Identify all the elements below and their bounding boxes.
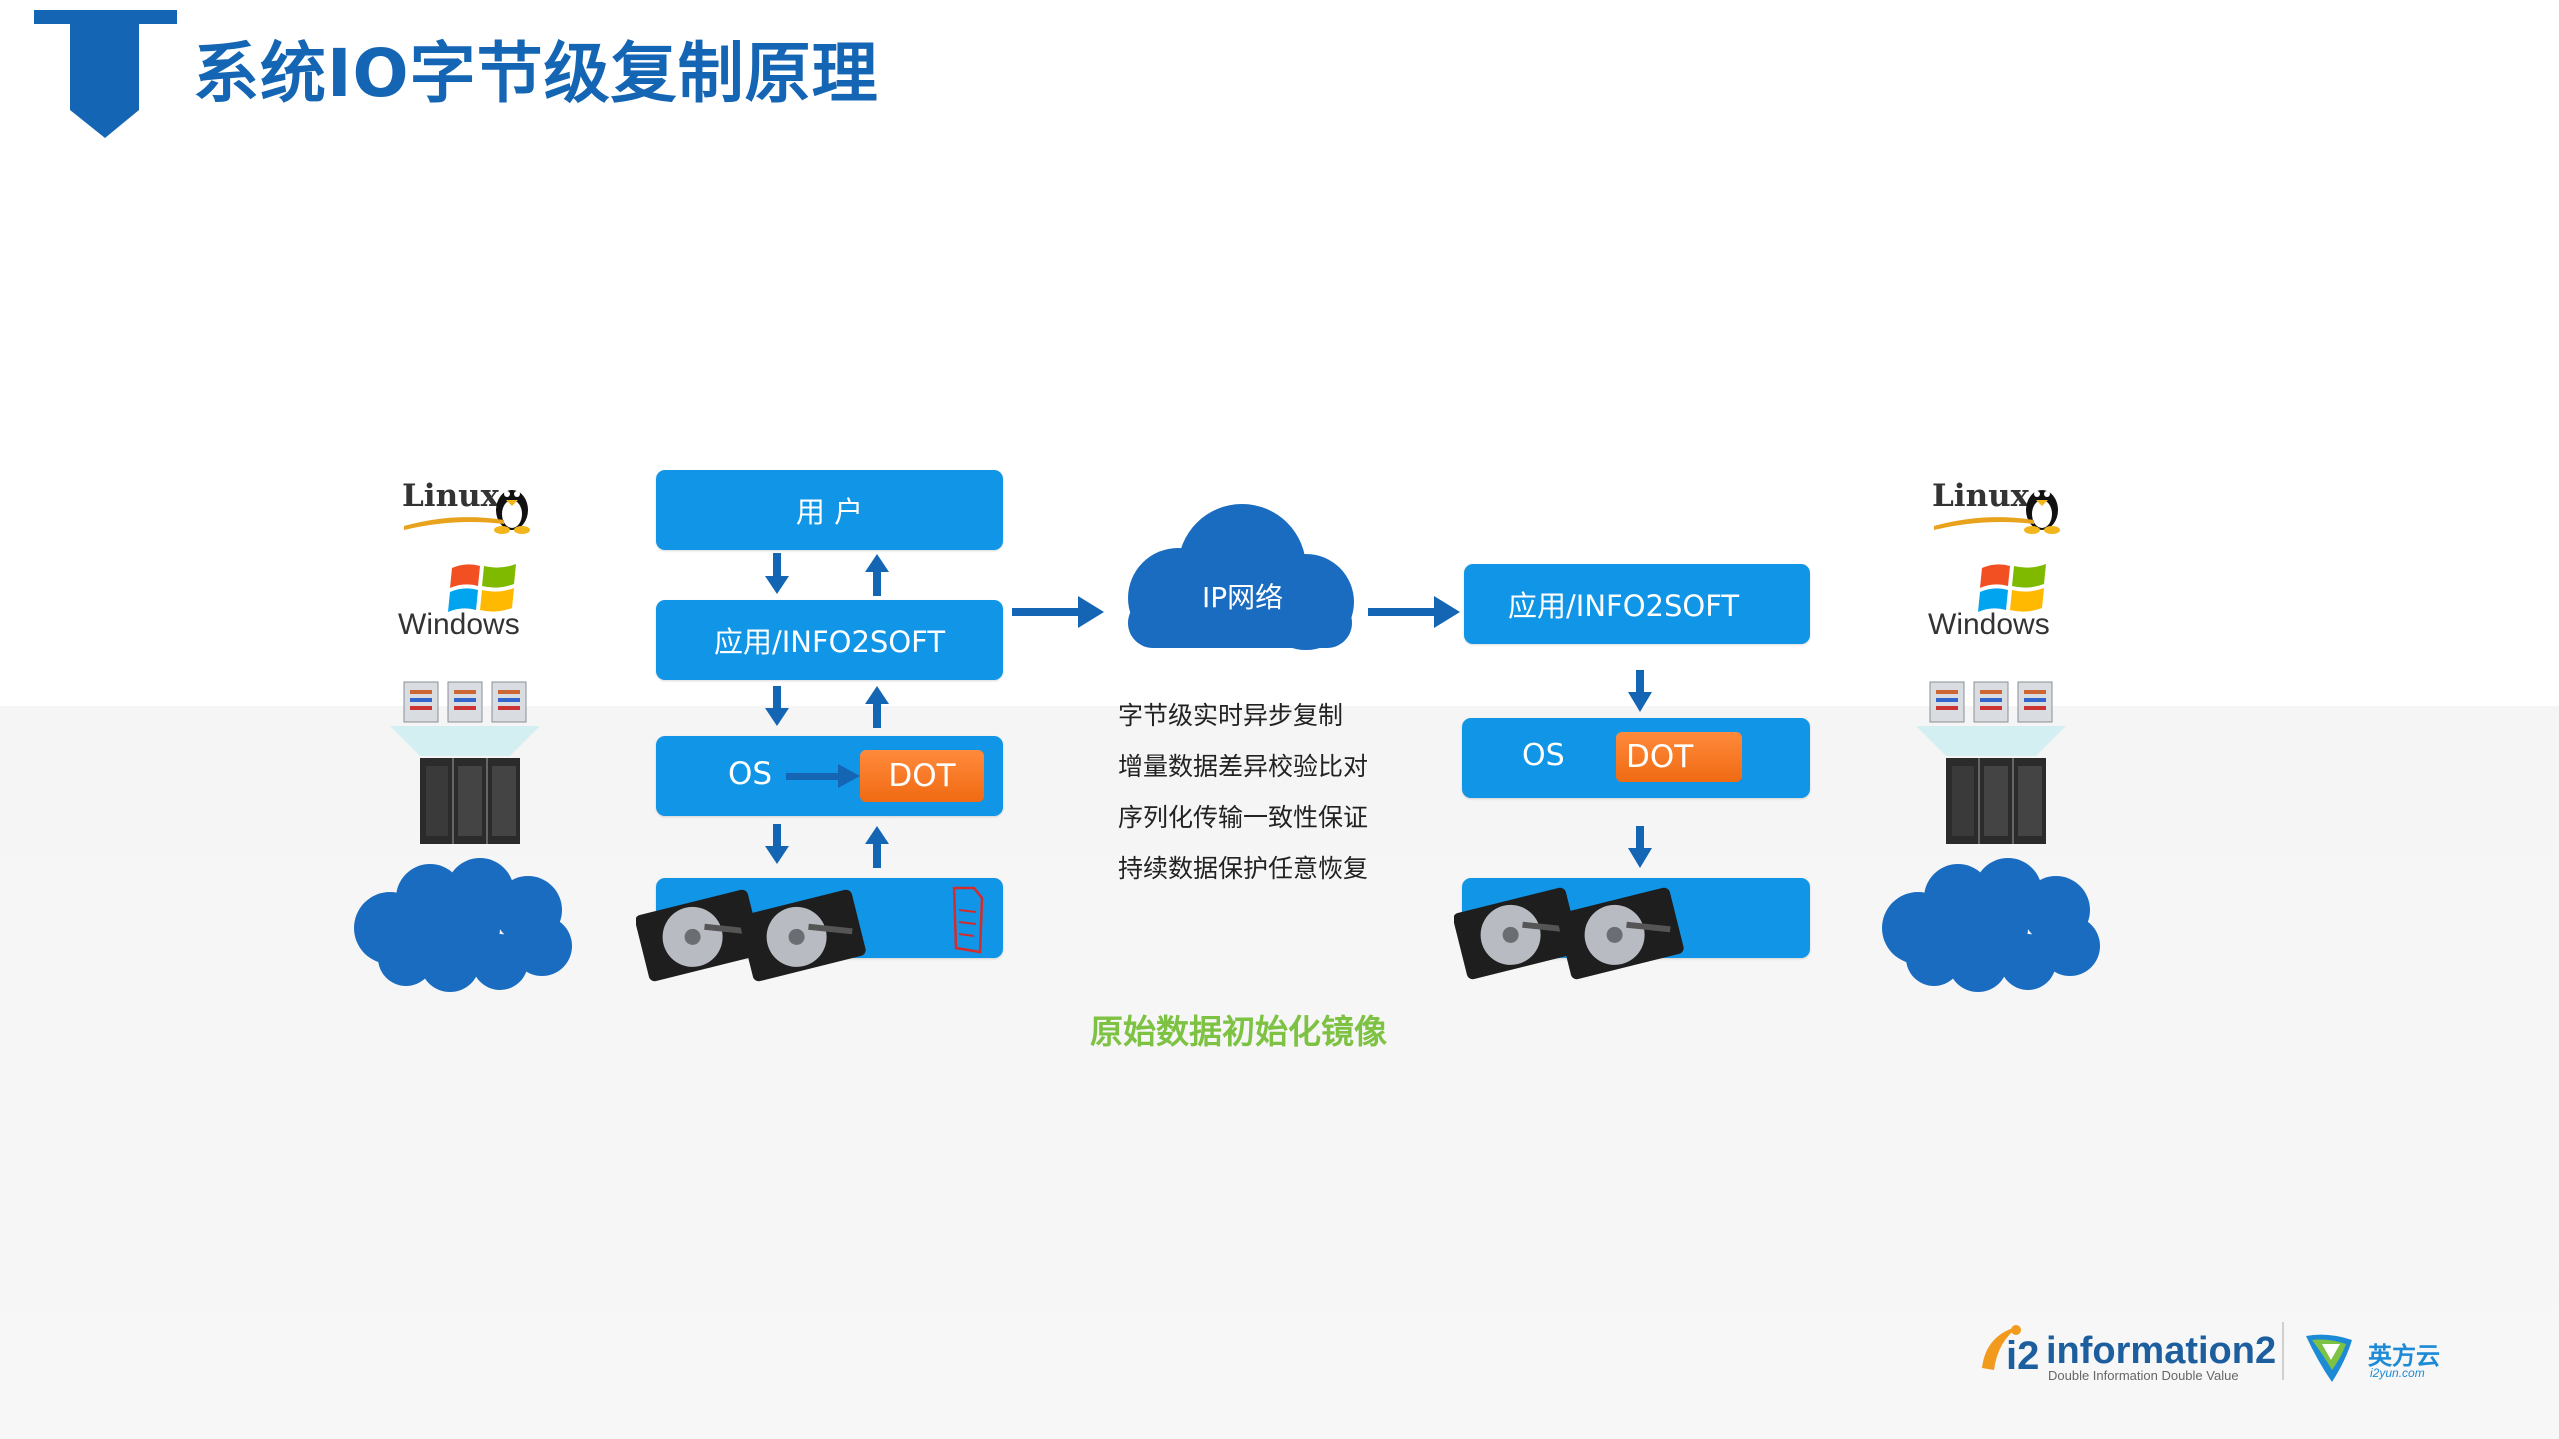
arrow-up-icon — [865, 826, 889, 868]
right-dot-chip: DOT — [1616, 732, 1742, 782]
right-stack-arrows — [1628, 670, 1652, 868]
i2yun-logo: 英方云 i2yun.com — [2302, 1330, 2462, 1386]
ip-network-label: IP网络 — [1202, 581, 1284, 614]
left-app-box: 应用/INFO2SOFT — [656, 600, 1003, 680]
linux-swoosh-icon — [1934, 517, 2034, 530]
document-icon — [952, 886, 984, 954]
brand-name: information2 — [2046, 1330, 2277, 1372]
partner-name: 英方云 — [2368, 1342, 2440, 1370]
left-hard-drive-icon — [636, 889, 866, 982]
server-icon — [390, 680, 540, 850]
linux-logo: Linux — [1930, 478, 2070, 538]
brand-tagline: Double Information Double Value — [2048, 1368, 2239, 1383]
arrow-down-icon — [765, 553, 789, 594]
left-stack-arrows — [765, 553, 889, 868]
information2-logo: i2 information2 Double Information Doubl… — [1976, 1316, 2276, 1383]
right-os-label: OS — [1522, 738, 1565, 773]
arrow-up-icon — [865, 686, 889, 728]
right-dot-label: DOT — [1626, 739, 1694, 775]
tux-icon — [2024, 490, 2060, 534]
app-to-network-arrow-icon — [1012, 596, 1104, 628]
i2yun-mark-icon — [2306, 1334, 2352, 1382]
windows-logo: Windows — [1926, 562, 2066, 642]
windows-flag-icon — [1978, 564, 2046, 612]
arrow-down-icon — [1628, 826, 1652, 868]
right-app-box: 应用/INFO2SOFT — [1464, 564, 1810, 644]
left-dot-chip: DOT — [860, 750, 984, 802]
user-box: 用 户 — [656, 470, 1003, 550]
right-app-label: 应用/INFO2SOFT — [1508, 589, 1740, 623]
linux-swoosh-icon — [404, 517, 504, 530]
tux-icon — [494, 490, 530, 534]
right-storage-cloud-icon — [1882, 858, 2100, 992]
footer-divider — [2282, 1322, 2284, 1380]
arrow-down-icon — [765, 824, 789, 864]
ip-network-cloud-icon — [1128, 504, 1354, 650]
linux-logo-text: Linux — [402, 478, 500, 514]
windows-logo-text: Windows — [398, 608, 520, 641]
feature-item: 持续数据保护任意恢复 — [1118, 854, 1369, 883]
windows-flag-icon — [448, 564, 516, 612]
windows-logo: Windows — [398, 562, 538, 642]
feature-item: 序列化传输一致性保证 — [1118, 803, 1369, 832]
left-dot-label: DOT — [888, 758, 956, 794]
left-storage-cloud-icon — [354, 858, 572, 992]
user-label: 用 户 — [795, 495, 864, 529]
right-os-box: OS DOT — [1462, 718, 1810, 798]
server-icon — [1916, 680, 2066, 850]
network-to-app-arrow-icon — [1368, 596, 1460, 628]
arrow-down-icon — [765, 686, 789, 726]
arrow-down-icon — [1628, 670, 1652, 712]
header-arrow-icon — [34, 10, 177, 138]
i2-swoosh-icon — [1982, 1325, 2021, 1370]
left-os-label: OS — [728, 756, 773, 792]
page-title: 系统IO字节级复制原理 — [193, 35, 879, 112]
windows-logo-text: Windows — [1928, 608, 2050, 641]
feature-item: 增量数据差异校验比对 — [1118, 752, 1369, 781]
os-to-dot-arrow-icon — [786, 764, 860, 788]
left-app-label: 应用/INFO2SOFT — [713, 625, 946, 659]
partner-site: i2yun.com — [2370, 1366, 2425, 1380]
linux-logo: Linux — [400, 478, 540, 538]
right-hard-drive-icon — [1454, 887, 1684, 980]
feature-item: 字节级实时异步复制 — [1118, 701, 1344, 730]
feature-list: 字节级实时异步复制 增量数据差异校验比对 序列化传输一致性保证 持续数据保护任意… — [1118, 690, 1368, 894]
i2-prefix: i2 — [2006, 1334, 2040, 1378]
caption: 原始数据初始化镜像 — [1090, 1012, 1387, 1051]
left-os-box: OS DOT — [656, 736, 1003, 816]
linux-logo-text: Linux — [1932, 478, 2030, 514]
arrow-up-icon — [865, 554, 889, 596]
